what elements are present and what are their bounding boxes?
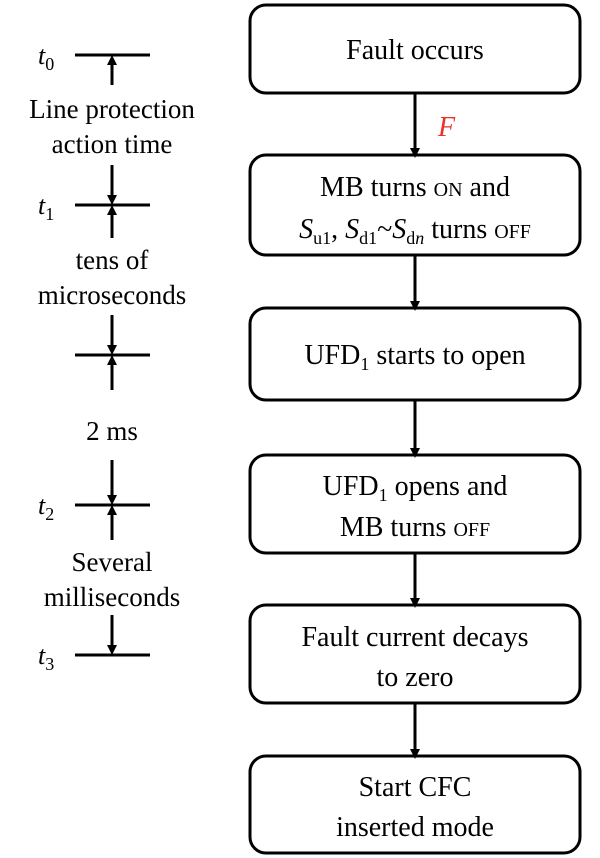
box-mb-turns-on-line1: MB turns ON and [320,172,510,203]
interval-label-4-line1: Several [72,547,153,577]
box-mb-turns-on-line2: Su1, Sd1~Sdn turns OFF [299,214,531,248]
box-start-cfc-line1: Start CFC [359,772,472,803]
timeline-label-t1: t1 [38,191,54,224]
box-ufd-opens-line1: UFD1 opens and [323,471,508,505]
box-ufd-opens-line2: MB turns OFF [340,512,490,543]
interval-label-4-line2: milliseconds [44,582,181,612]
interval-label-2-line2: microseconds [38,280,186,310]
interval-label-3: 2 ms [86,416,138,446]
box-fault-current-decays-line2: to zero [377,662,454,693]
box-fault-occurs-text: Fault occurs [346,35,484,66]
interval-label-1-line2: action time [52,129,173,159]
box-ufd-starts-open-text: UFD1 starts to open [304,340,525,374]
arrow-label-f: F [437,112,456,143]
box-fault-current-decays-line1: Fault current decays [301,622,528,653]
timeline-label-t0: t0 [38,41,54,74]
interval-label-2-line1: tens of [76,245,149,275]
timeline-label-t2: t2 [38,491,54,524]
timeline-label-t3: t3 [38,641,54,674]
interval-label-1-line1: Line protection [29,94,195,124]
box-start-cfc-line2: inserted mode [336,812,494,843]
